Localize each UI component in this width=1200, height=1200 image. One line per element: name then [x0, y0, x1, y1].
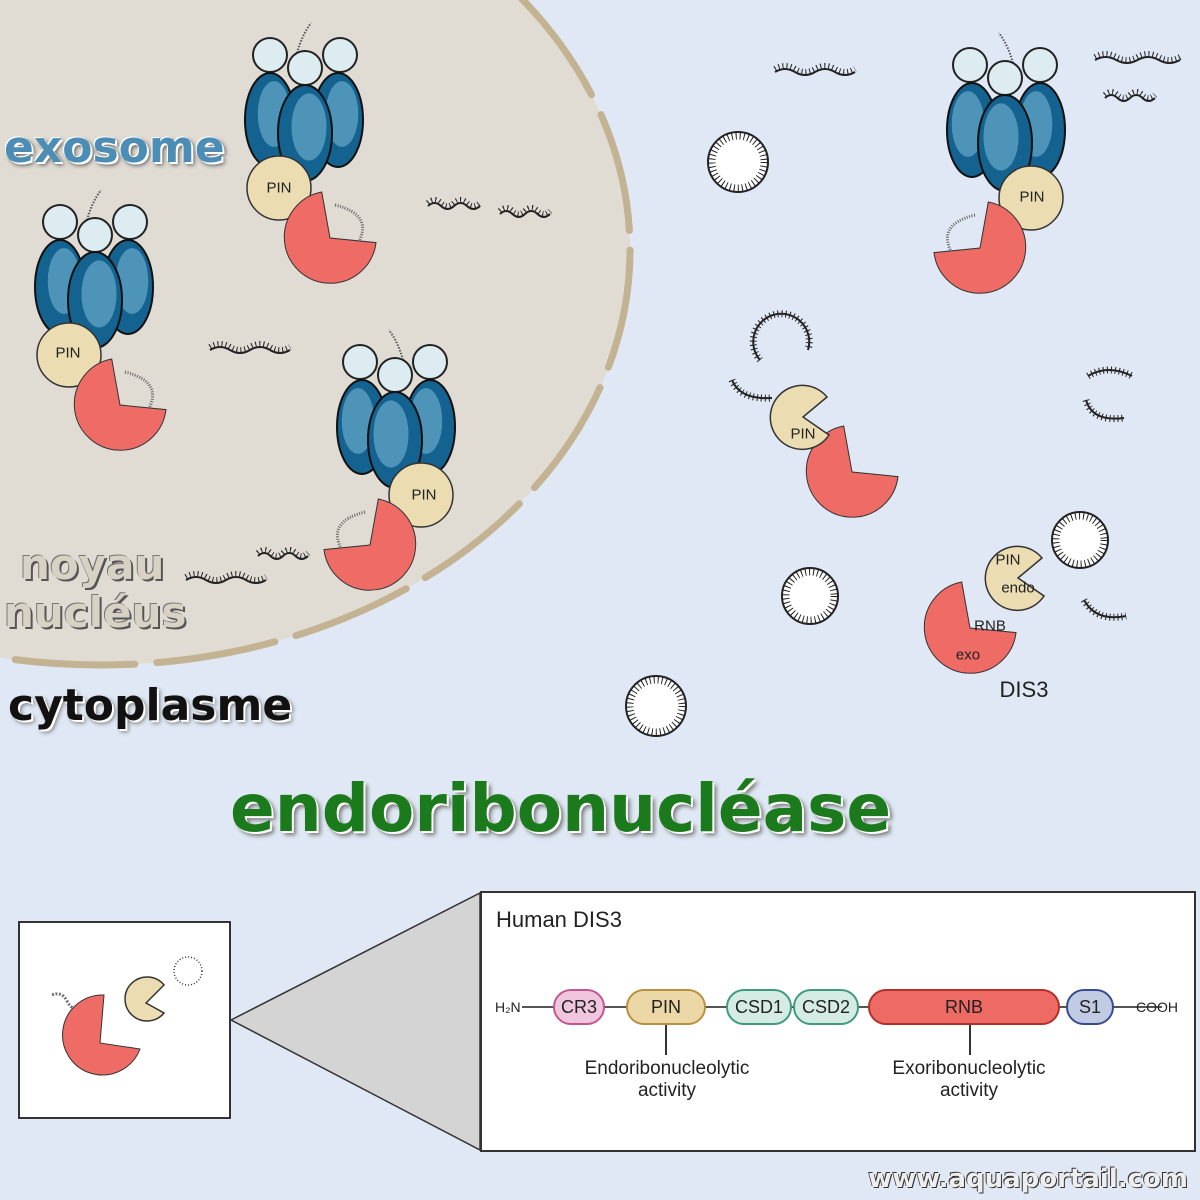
dis3-label: DIS3 [999, 677, 1049, 702]
rna-strand [1102, 89, 1158, 102]
rna-strand [208, 341, 292, 354]
dis3-domain-diagram: Human DIS3 H₂N COOH CR3 PIN CSD1 CSD2 RN… [480, 891, 1196, 1152]
exosome-complex [34, 189, 167, 451]
rna-strand [255, 547, 311, 560]
exo-label: exo [955, 646, 981, 664]
circular-rna [625, 675, 687, 737]
domain-csd2: CSD2 [793, 989, 859, 1025]
watermark: www.aquaportail.com [868, 1164, 1188, 1194]
rna-strand [773, 63, 857, 76]
pin-label: PIN [55, 344, 81, 362]
domain-diagram-title: Human DIS3 [496, 907, 622, 932]
zoom-wedge [229, 891, 481, 1152]
rnb-label: RNB [974, 617, 1006, 635]
domain-csd1: CSD1 [726, 989, 792, 1025]
circular-rna-fragment [1082, 398, 1125, 423]
n-terminus: H₂N [495, 999, 521, 1015]
pin-label: PIN [790, 425, 816, 443]
domain-rnb: RNB [868, 989, 1060, 1025]
dis3-molecule [769, 384, 899, 518]
page-title: endoribonucléase [230, 770, 892, 847]
circular-rna [781, 567, 839, 625]
exosome-complex [323, 329, 456, 591]
circular-rna-fragment [728, 378, 773, 402]
noyau-label: noyau [20, 540, 165, 589]
circular-rna-fragment [749, 310, 813, 363]
domain-pin: PIN [626, 989, 706, 1025]
pin-label: PIN [995, 551, 1021, 569]
exosome-complex [244, 22, 377, 284]
rna-strand [184, 571, 268, 584]
rna-strand [1093, 51, 1182, 64]
endo-label: endo [1001, 579, 1035, 597]
rna-strand [497, 205, 553, 218]
circular-rna [1051, 511, 1109, 569]
nucleus-label: nucléus [4, 588, 187, 637]
domain-cr3: CR3 [553, 989, 605, 1025]
circular-rna-fragment [1080, 598, 1127, 621]
pin-label: PIN [411, 486, 437, 504]
domain-s1: S1 [1066, 989, 1114, 1025]
nucleus [0, 0, 634, 669]
pin-label: PIN [1019, 188, 1045, 206]
dis3-inset [18, 921, 231, 1119]
cytoplasm-label: cytoplasme [8, 680, 293, 731]
rna-strand [425, 197, 483, 210]
exosome-label: exosome [4, 122, 225, 173]
dis3-icon [51, 956, 203, 1076]
c-terminus: COOH [1136, 999, 1178, 1015]
dis3-molecule [923, 545, 1046, 674]
exosome-complex [933, 32, 1066, 294]
circular-rna-fragment [1086, 366, 1134, 380]
pin-label: PIN [266, 179, 292, 197]
circular-rna [707, 131, 769, 193]
